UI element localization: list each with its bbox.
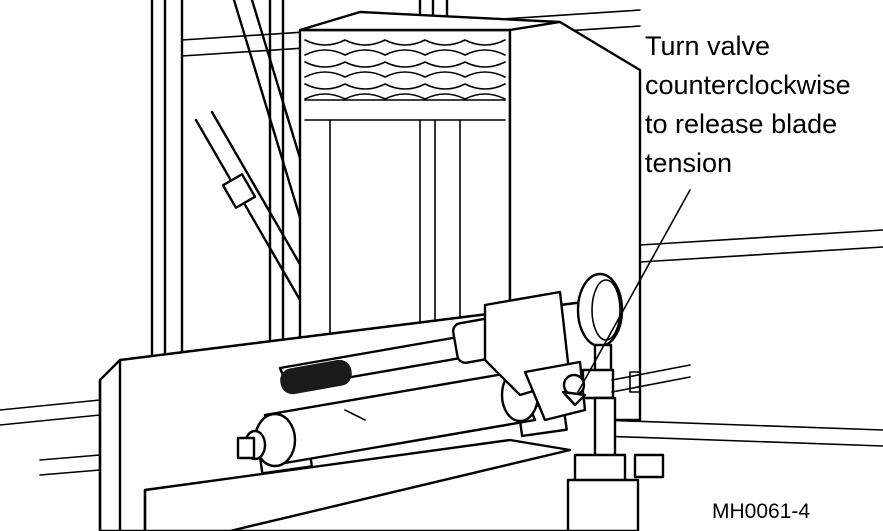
callout-line-3: to release blade (645, 109, 837, 139)
callout-line-2: counterclockwise (645, 70, 851, 100)
callout-leader-line (577, 189, 691, 393)
figure-code: MH0061-4 (712, 500, 810, 523)
callout-line-1: Turn valve (645, 31, 770, 61)
callout-line-4: tension (645, 148, 732, 178)
fitting-column (566, 396, 665, 531)
callout-text: Turn valve counterclockwise to release b… (645, 31, 858, 178)
mesh-grille (304, 39, 506, 100)
pressure-gauge (576, 272, 624, 348)
pump-handle (278, 316, 509, 395)
handle-grip (280, 359, 352, 395)
